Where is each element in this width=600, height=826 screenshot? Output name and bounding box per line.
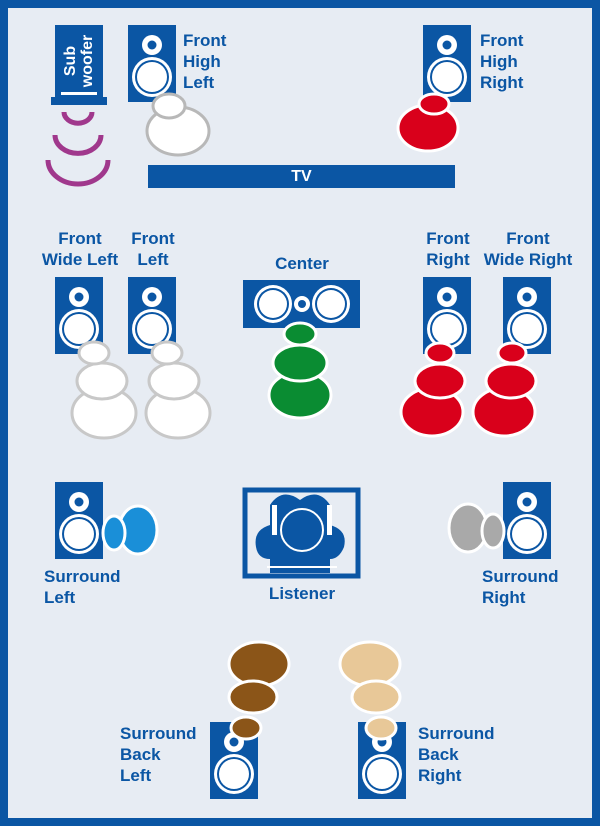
surround-left-sound-icon [101, 504, 159, 556]
front-right-sound-icon [399, 341, 467, 438]
surround-right-sound-icon [447, 502, 506, 554]
surround-back-right-sound-icon [338, 640, 402, 741]
surround-left-speaker-icon [55, 482, 103, 559]
front-right-speaker-icon [423, 277, 471, 354]
front-high-left-sound-icon [145, 92, 211, 157]
front-wide-right-sound-icon [471, 341, 538, 438]
front-wide-right-speaker-icon [503, 277, 551, 354]
front-wide-left-sound-icon [70, 340, 138, 440]
label-center: Center [275, 254, 329, 273]
front-high-right-sound-icon [396, 92, 460, 153]
surround-back-left-sound-icon [227, 640, 291, 741]
listener-icon [242, 487, 361, 579]
tv-bar: TV [148, 165, 455, 188]
surround-right-speaker-icon [503, 482, 551, 559]
center-sound-icon [267, 321, 333, 420]
label-listener: Listener [268, 584, 336, 603]
center-speaker-icon [243, 280, 360, 328]
subwoofer-wave-icon [45, 111, 111, 187]
front-left-sound-icon [144, 340, 212, 440]
front-high-right-speaker-icon [423, 25, 471, 102]
front-high-left-speaker-icon [128, 25, 176, 102]
front-left-speaker-icon [128, 277, 176, 354]
subwoofer-speaker-icon [51, 25, 107, 105]
